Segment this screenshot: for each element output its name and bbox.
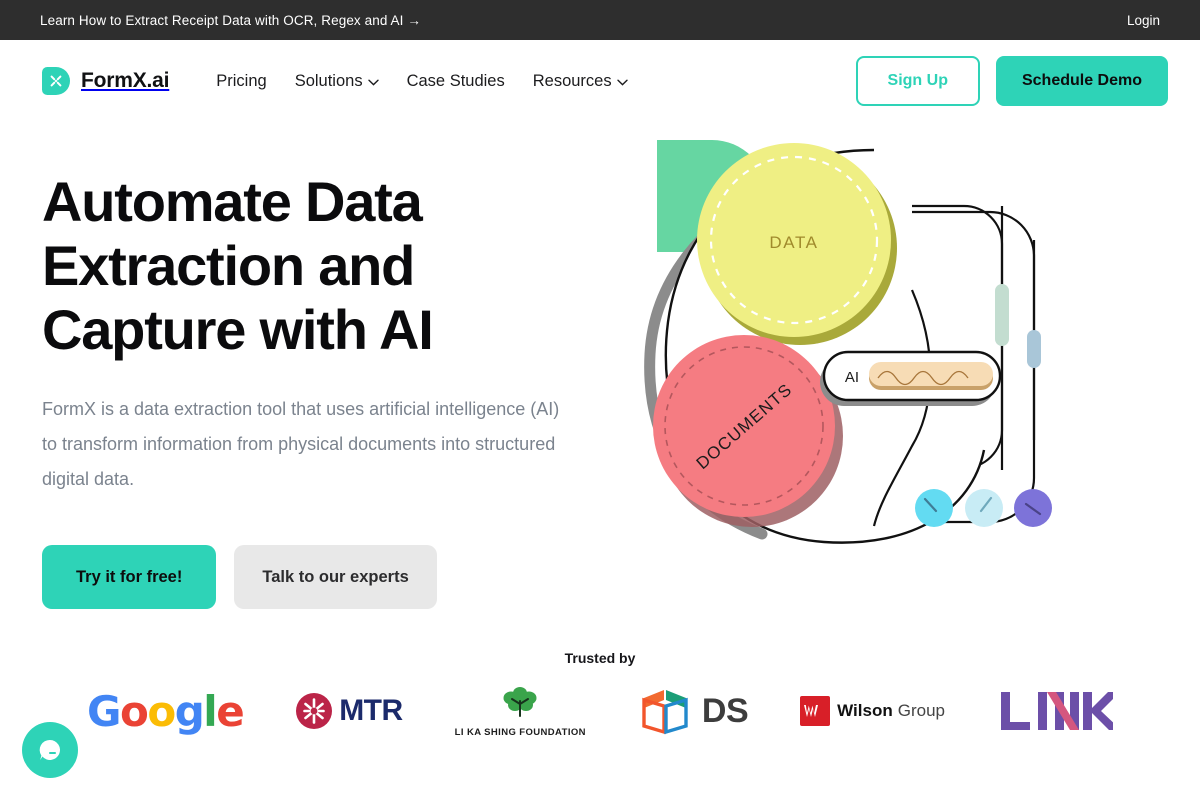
schedule-demo-button[interactable]: Schedule Demo [995,56,1168,106]
logo-ds: DS [638,686,749,736]
trusted-by-title: Trusted by [564,650,636,666]
logo-wilson-group: Wilson Group [800,696,945,726]
wilson-wordmark: Wilson [837,701,893,720]
wilson-icon [800,696,831,726]
connector-curve [872,289,932,527]
hero-illustration: DATA DOCUMENTS AI [612,130,1082,605]
documents-circle [653,335,835,517]
announcement-link[interactable]: Learn How to Extract Receipt Data with O… [40,12,421,28]
x-logo-icon [42,67,70,95]
nav-item-resources[interactable]: Resources [533,72,628,91]
li-ka-shing-wordmark: LI KA SHING FOUNDATION [454,727,586,738]
link-wordmark [1000,692,1113,730]
hero-illustration-area: DATA DOCUMENTS AI [602,140,1158,609]
ds-icon [642,690,688,735]
login-link[interactable]: Login [1126,12,1160,28]
data-circle-dashed-ring [709,155,879,325]
nav-item-case-studies[interactable]: Case Studies [407,72,505,91]
nav-item-solutions[interactable]: Solutions [295,72,379,91]
data-circle-label: DATA [769,233,818,252]
nav-actions: Sign Up Schedule Demo [855,56,1168,106]
logo-link [997,688,1113,734]
data-circle [697,143,891,337]
main-navbar: FormX.ai Pricing Solutions Case Studies … [0,40,1200,122]
chevron-down-icon [367,72,379,91]
nav-item-label: Solutions [294,71,363,90]
wilson-group-word: Group [897,701,945,720]
slider-thumb-blue[interactable] [1027,330,1041,368]
hero-subheading: FormX is a data extraction tool that use… [42,399,560,489]
ai-wave-track [869,362,993,386]
tree-icon [503,687,537,717]
hero-copy: Automate Data Extraction and Capture wit… [42,170,602,609]
logo-google: Google [87,686,245,736]
documents-circle-dashed-ring [664,346,824,506]
nav-item-label: Case Studies [406,71,505,90]
ai-wave-line [877,370,969,386]
nav-item-label: Resources [532,71,612,90]
hero-section: Automate Data Extraction and Capture wit… [0,122,1200,609]
sign-up-button[interactable]: Sign Up [855,56,980,106]
nav-item-label: Pricing [216,71,267,90]
nav-links: Pricing Solutions Case Studies Resources [216,72,628,91]
page-title: Automate Data Extraction and Capture wit… [42,170,434,361]
chevron-down-icon [616,72,628,91]
trusted-by-section: Trusted by Google MTR [0,650,1200,738]
gauge-cyan [915,489,953,527]
talk-to-experts-button[interactable]: Talk to our experts [234,545,437,609]
mtr-icon [296,693,333,729]
announcement-bar: Learn How to Extract Receipt Data with O… [0,0,1200,40]
gauge-purple [1014,489,1052,527]
ds-wordmark: DS [701,691,749,730]
gauge-light-cyan [965,489,1003,527]
logo-li-ka-shing: LI KA SHING FOUNDATION [455,684,586,738]
brand-name: FormX.ai [81,69,170,92]
ai-pill-label: AI [845,369,859,386]
google-wordmark: Google [87,686,245,736]
brand-logo[interactable]: FormX.ai [42,67,169,95]
hero-cta-row: Try it for free! Talk to our experts [42,545,602,609]
mtr-wordmark: MTR [339,694,403,727]
slider-thumb-green[interactable] [995,284,1009,346]
chat-bubble-icon [39,739,60,760]
logo-mtr: MTR [295,692,403,730]
try-for-free-button[interactable]: Try it for free! [42,545,217,609]
nav-item-pricing[interactable]: Pricing [216,72,266,91]
chat-widget-button[interactable] [22,722,78,778]
logo-row: Google MTR [0,684,1200,738]
